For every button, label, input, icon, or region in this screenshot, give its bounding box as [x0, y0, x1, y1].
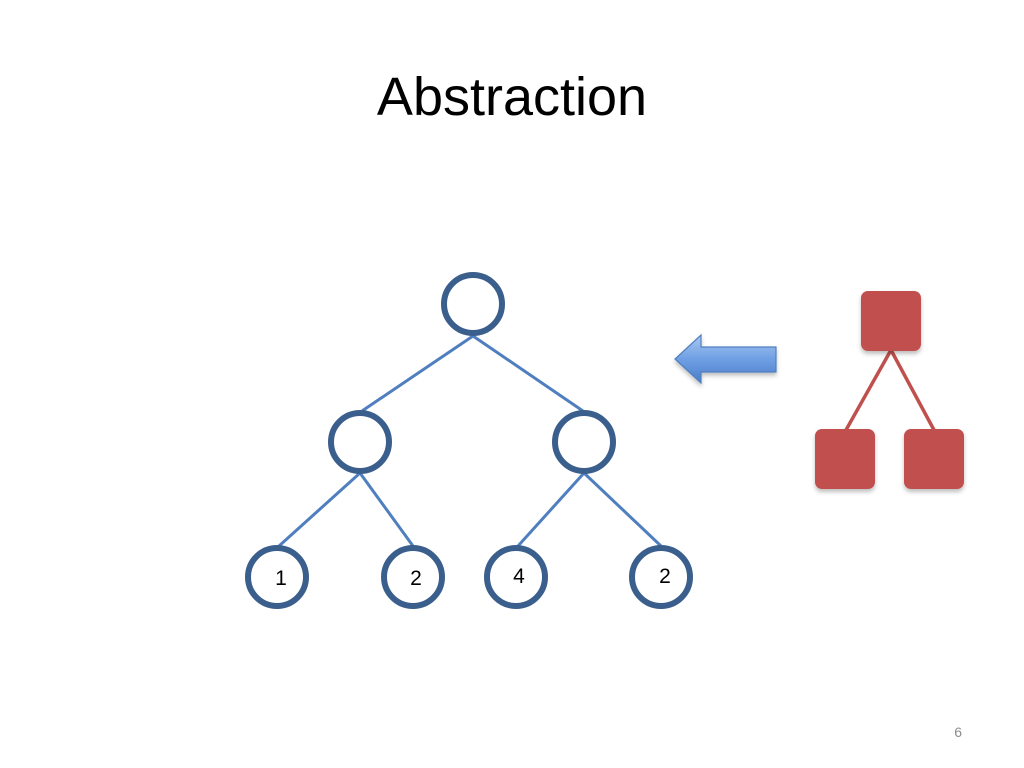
tree-edge: [361, 334, 474, 413]
leaf-labels: 1 2 4 2: [275, 565, 671, 590]
slide-number: 6: [954, 724, 962, 740]
slide-title: Abstraction: [376, 67, 648, 127]
tree-leaf-node: [629, 545, 693, 609]
abstract-tree-edge: [844, 349, 893, 431]
tree-leaf-node: [245, 545, 309, 609]
abstract-leaf-node: [904, 429, 964, 489]
abstract-tree: [815, 291, 964, 489]
tree-edge: [472, 334, 584, 413]
abstract-leaf-node: [815, 429, 875, 489]
leaf-label: 4: [513, 565, 525, 588]
tree-leaf-node: [381, 545, 445, 609]
tree-edge: [582, 471, 663, 548]
tree-internal-node: [328, 410, 392, 474]
tree-edge: [358, 472, 415, 547]
tree-edges: [277, 334, 663, 548]
leaf-label: 1: [275, 567, 287, 590]
abstract-root-node: [861, 291, 921, 351]
tree-leaf-node: [484, 545, 548, 609]
left-arrow-icon: [674, 333, 777, 385]
tree-edge: [516, 471, 586, 548]
leaf-label: 2: [659, 565, 671, 588]
abstract-tree-edge: [889, 349, 936, 431]
tree-nodes: [245, 272, 693, 609]
tree-edge: [277, 471, 362, 548]
leaf-label: 2: [410, 567, 422, 590]
tree-root-node: [441, 272, 505, 336]
tree-internal-node: [552, 410, 616, 474]
